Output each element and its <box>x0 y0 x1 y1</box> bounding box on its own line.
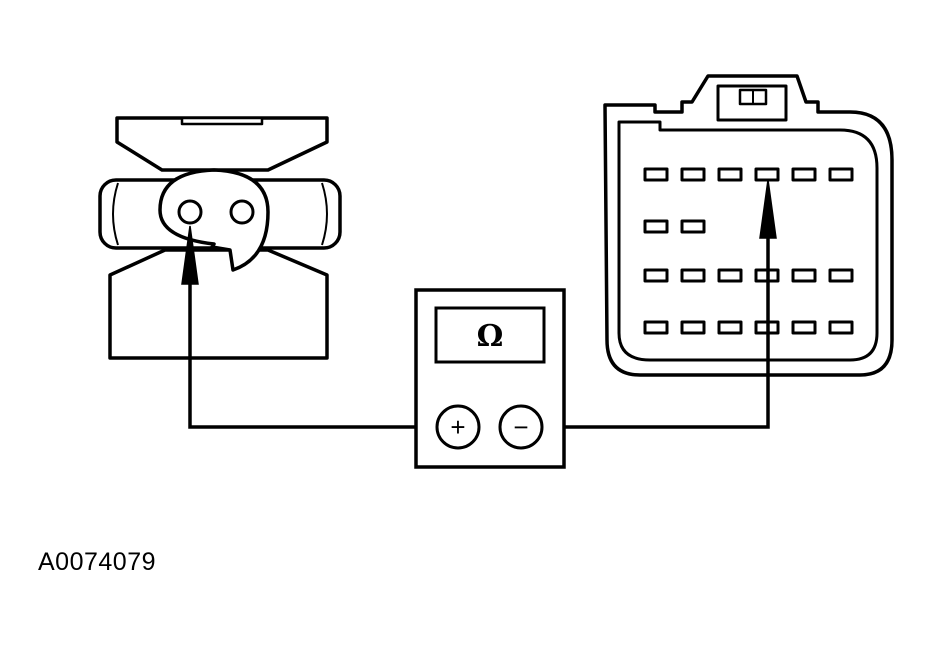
module-terminal <box>791 320 817 335</box>
positive-probe-arrow-icon <box>181 225 199 285</box>
module-terminal-test <box>754 167 780 182</box>
positive-test-lead <box>188 278 436 429</box>
module-connector <box>603 74 894 377</box>
figure-reference-code: A0074079 <box>38 548 157 576</box>
module-terminal <box>643 219 669 234</box>
module-terminal <box>643 167 669 182</box>
connector-lower-housing <box>108 248 329 360</box>
barrel-left-edge <box>112 182 119 246</box>
module-terminal-grid <box>643 167 854 335</box>
module-terminal <box>717 167 743 182</box>
ohmmeter: Ω + − <box>414 288 566 469</box>
positive-terminal <box>435 404 481 450</box>
negative-probe-arrow-icon <box>759 179 777 239</box>
connector-pin-2 <box>229 199 255 225</box>
barrel-right-edge <box>321 182 328 246</box>
negative-terminal-label: − <box>513 412 528 442</box>
module-terminal <box>680 320 706 335</box>
ohmmeter-display <box>434 306 546 364</box>
connector-upper-housing <box>115 116 329 172</box>
connector-pin-1 <box>177 199 203 225</box>
connector-top-tab <box>180 116 264 126</box>
module-terminal <box>828 167 854 182</box>
module-terminal <box>717 268 743 283</box>
module-terminal <box>791 167 817 182</box>
module-terminal <box>791 268 817 283</box>
module-terminal <box>717 320 743 335</box>
module-terminal <box>680 167 706 182</box>
module-terminal <box>643 268 669 283</box>
test-leads <box>188 232 770 429</box>
negative-terminal <box>498 404 544 450</box>
component-connector <box>98 116 342 360</box>
ohm-symbol: Ω <box>477 319 504 354</box>
positive-terminal-label: + <box>450 412 465 442</box>
connector-terminal-face <box>158 168 270 272</box>
module-terminal <box>643 320 669 335</box>
module-terminal <box>828 268 854 283</box>
negative-test-lead <box>542 232 770 429</box>
module-terminal <box>680 268 706 283</box>
module-terminal <box>680 219 706 234</box>
module-terminal <box>828 320 854 335</box>
